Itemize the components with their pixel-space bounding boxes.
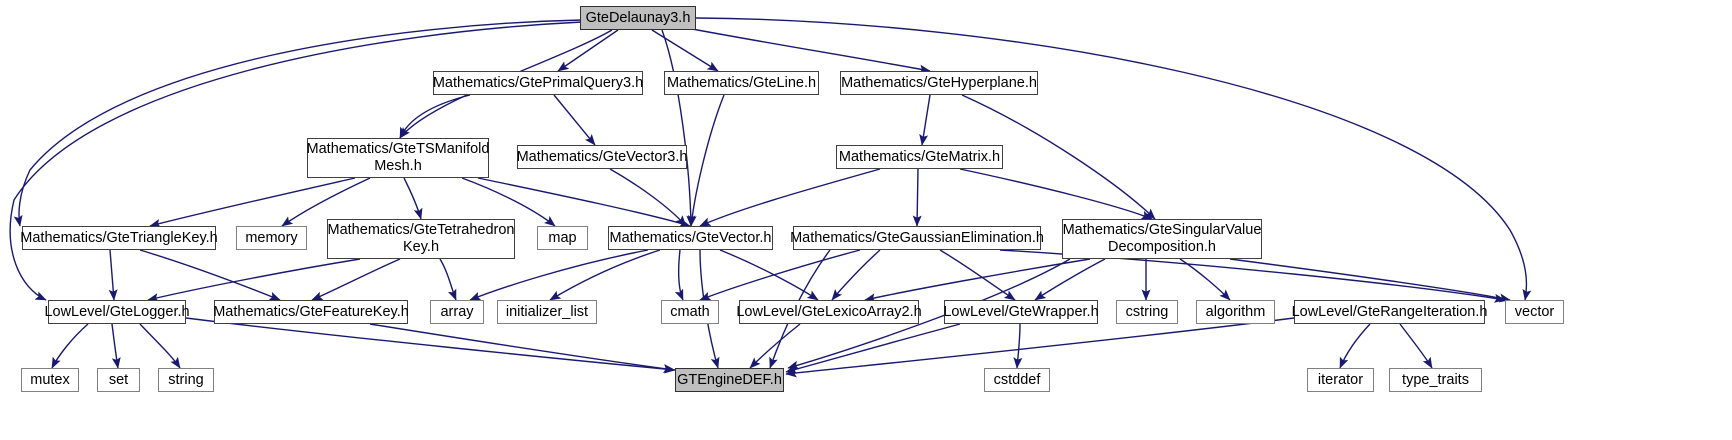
edge-gaussian-to-cmath xyxy=(699,249,861,301)
edge-lexico-to-gtengine xyxy=(749,323,801,369)
node-cstddef[interactable]: cstddef xyxy=(984,368,1050,392)
node-array[interactable]: array xyxy=(430,300,484,324)
edge-rangeiter-to-typetraits xyxy=(1399,323,1433,369)
edge-rangeiter-to-iterator xyxy=(1339,323,1371,369)
edge-gaussian-to-wrapper xyxy=(939,249,1016,301)
edge-wrapper-to-gtengine xyxy=(785,323,961,374)
node-typetraits[interactable]: type_traits xyxy=(1389,368,1482,392)
edge-svd-to-wrapper xyxy=(1034,258,1106,301)
edge-wrapper-to-cstddef xyxy=(1013,323,1023,369)
edge-line-to-vector_h xyxy=(687,94,725,227)
node-tetrakey[interactable]: Mathematics/GteTetrahedron Key.h xyxy=(327,219,515,259)
edge-primalquery3-to-vector3 xyxy=(553,94,596,146)
node-gaussian[interactable]: Mathematics/GteGaussianElimination.h xyxy=(790,226,1044,250)
node-delaunay3[interactable]: GteDelaunay3.h xyxy=(580,6,696,30)
node-tsmanifold[interactable]: Mathematics/GteTSManifold Mesh.h xyxy=(307,138,489,178)
edge-logger-to-gtengine xyxy=(185,317,676,374)
edge-tetrakey-to-logger xyxy=(147,258,361,302)
node-cstring[interactable]: cstring xyxy=(1116,300,1178,324)
node-line[interactable]: Mathematics/GteLine.h xyxy=(664,71,819,95)
edge-tsmanifold-to-trianglekey xyxy=(149,177,356,228)
node-vector3[interactable]: Mathematics/GteVector3.h xyxy=(517,145,687,169)
node-gtengine[interactable]: GTEngineDEF.h xyxy=(675,368,784,392)
edge-tetrakey-to-featurekey xyxy=(311,258,401,301)
edge-vector_h-to-cmath xyxy=(674,249,684,301)
node-hyperplane[interactable]: Mathematics/GteHyperplane.h xyxy=(840,71,1038,95)
edge-vector_h-to-lexico xyxy=(719,249,819,301)
node-wrapper[interactable]: LowLevel/GteWrapper.h xyxy=(943,300,1099,324)
node-logger[interactable]: LowLevel/GteLogger.h xyxy=(44,300,190,324)
edge-primalquery3-to-tsmanifold xyxy=(399,94,471,139)
edge-delaunay3-to-hyperplane xyxy=(675,25,931,74)
node-svd[interactable]: Mathematics/GteSingularValue Decompositi… xyxy=(1062,219,1262,259)
edge-tetrakey-to-array xyxy=(439,258,457,301)
edge-logger-to-mutex xyxy=(51,323,89,369)
node-trianglekey[interactable]: Mathematics/GteTriangleKey.h xyxy=(20,226,218,250)
node-featurekey[interactable]: Mathematics/GteFeatureKey.h xyxy=(213,300,409,324)
edge-delaunay3-to-vector_h xyxy=(661,29,696,227)
edge-featurekey-to-gtengine xyxy=(369,323,675,374)
node-iterator[interactable]: iterator xyxy=(1307,368,1374,392)
edge-vector3-to-vector_h xyxy=(609,168,687,227)
edge-svd-to-vector_std xyxy=(1229,258,1511,303)
node-cmath[interactable]: cmath xyxy=(661,300,719,324)
edge-gaussian-to-lexico xyxy=(831,249,881,301)
node-vector_h[interactable]: Mathematics/GteVector.h xyxy=(608,226,773,250)
edge-svd-to-lexico xyxy=(864,258,1091,303)
node-primalquery3[interactable]: Mathematics/GtePrimalQuery3.h xyxy=(433,71,643,95)
edge-matrix-to-svd xyxy=(959,168,1153,220)
node-vector_std[interactable]: vector xyxy=(1505,300,1564,324)
node-memory[interactable]: memory xyxy=(236,226,307,250)
node-mutex[interactable]: mutex xyxy=(21,368,79,392)
edge-matrix-to-vector_h xyxy=(699,168,881,227)
edge-svd-to-algorithm xyxy=(1179,258,1231,301)
edge-delaunay3-to-primalquery3 xyxy=(557,29,619,72)
edge-trianglekey-to-logger xyxy=(108,249,118,301)
edge-hyperplane-to-matrix xyxy=(919,94,931,146)
edge-tsmanifold-to-tetrakey xyxy=(403,177,423,220)
edge-trianglekey-to-featurekey xyxy=(139,249,281,301)
node-initlist[interactable]: initializer_list xyxy=(497,300,597,324)
node-matrix[interactable]: Mathematics/GteMatrix.h xyxy=(836,145,1003,169)
edge-logger-to-set xyxy=(111,323,121,369)
node-string[interactable]: string xyxy=(158,368,214,392)
edge-logger-to-string xyxy=(139,323,181,369)
edge-delaunay3-to-trianglekey xyxy=(13,19,583,227)
edge-matrix-to-gaussian xyxy=(912,168,922,227)
node-algorithm[interactable]: algorithm xyxy=(1196,300,1275,324)
node-rangeiter[interactable]: LowLevel/GteRangeIteration.h xyxy=(1292,300,1487,324)
node-set[interactable]: set xyxy=(97,368,140,392)
node-lexico[interactable]: LowLevel/GteLexicoArray2.h xyxy=(736,300,922,324)
edge-delaunay3-to-line xyxy=(651,29,719,72)
edge-vector_h-to-initlist xyxy=(549,249,661,301)
edge-rangeiter-to-gtengine xyxy=(785,317,1295,378)
node-map[interactable]: map xyxy=(537,226,588,250)
